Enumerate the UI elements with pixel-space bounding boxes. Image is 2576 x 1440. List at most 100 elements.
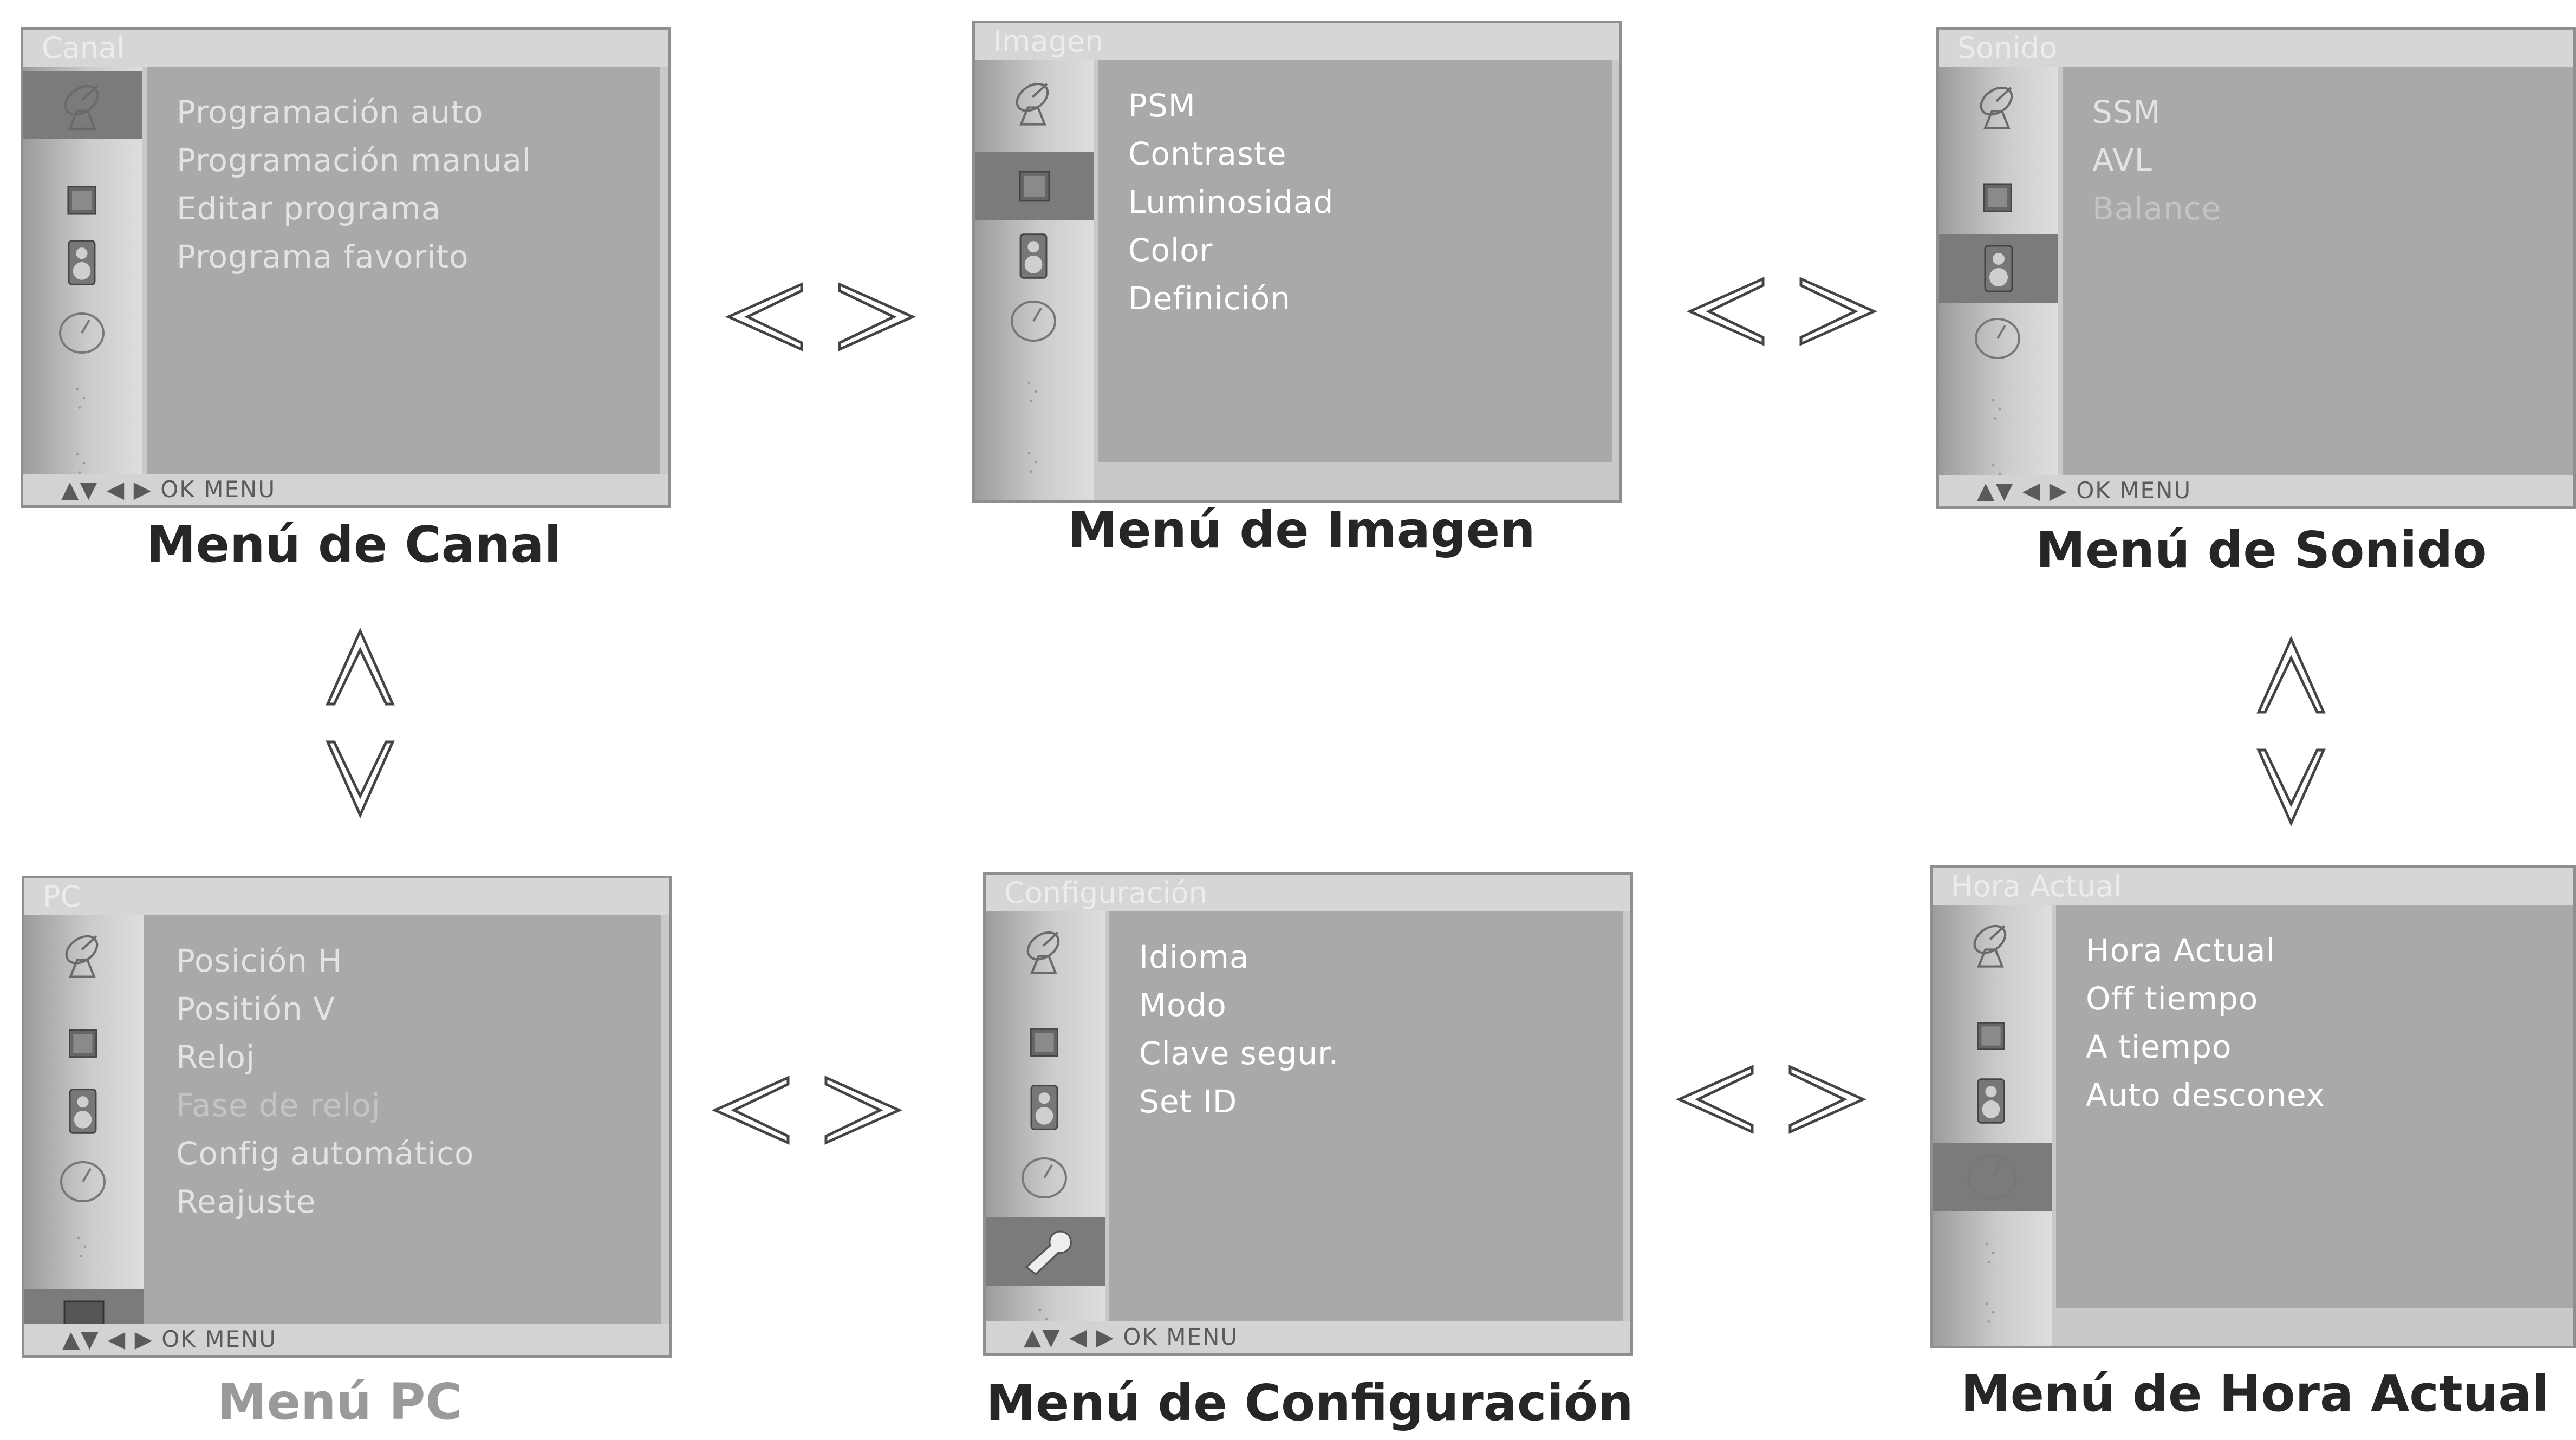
caption-sonido: Menú de Sonido [2035,521,2487,579]
menu-item[interactable]: Modo [1139,987,1227,1024]
satellite-dish-icon[interactable] [23,71,142,139]
pc-menu-panel: PC Posición H Positión V Reloj Fase de r… [22,876,672,1358]
menu-items: SSM AVL Balance [2092,88,2221,233]
clock-icon[interactable] [1016,1150,1072,1206]
panel-title: Sonido [1939,30,2573,67]
speaker-icon[interactable] [1939,234,2058,303]
menu-item[interactable]: Reajuste [176,1183,316,1220]
icon-sidebar [986,911,1105,1353]
picture-square-icon[interactable] [54,172,110,229]
icon-sidebar [1933,905,2052,1346]
wrench-icon[interactable] [55,1219,111,1275]
menu-item[interactable]: Auto desconex [2086,1077,2325,1113]
menu-item[interactable]: Hora Actual [2086,932,2275,969]
icon-sidebar [23,67,142,505]
menu-item[interactable]: Color [1128,232,1213,269]
caption-hora-actual: Menú de Hora Actual [1961,1365,2549,1423]
menu-content: Idioma Modo Clave segur. Set ID [1109,911,1623,1321]
imagen-menu-panel: Imagen PSM Contraste Luminosidad Color D… [972,21,1622,503]
left-right-arrows-icon [1675,1065,1867,1134]
menu-item[interactable]: Fase de reloj [176,1087,381,1124]
satellite-dish-icon[interactable] [1005,74,1062,130]
speaker-icon[interactable] [55,1083,111,1139]
satellite-dish-icon[interactable] [1969,77,2026,134]
menu-items: Programación auto Programación manual Ed… [177,88,531,281]
panel-title: Canal [23,30,668,67]
caption-pc: Menú PC [217,1373,462,1431]
menu-item[interactable]: Idioma [1139,939,1250,975]
wrench-icon[interactable] [1969,381,2026,437]
menu-item[interactable]: Programación auto [177,94,484,131]
menu-item[interactable]: Off tiempo [2086,980,2259,1017]
menu-item[interactable]: Clave segur. [1139,1035,1339,1072]
menu-items: PSM Contraste Luminosidad Color Definici… [1128,82,1333,323]
clock-icon[interactable] [54,305,110,361]
picture-square-icon[interactable] [1963,1008,2019,1064]
wrench-icon[interactable] [986,1217,1105,1286]
menu-item[interactable]: Set ID [1139,1083,1238,1120]
icon-sidebar [1939,67,2058,506]
menu-item[interactable]: Positión V [176,991,335,1027]
left-right-arrows-icon [711,1076,903,1145]
clock-icon[interactable] [1969,310,2026,367]
menu-footer: ▲▼ ◀ ▶ OK MENU [986,1321,1630,1353]
picture-square-icon[interactable] [55,1015,111,1072]
menu-item[interactable]: PSM [1128,87,1196,124]
sonido-menu-panel: Sonido SSM AVL Balance ▲▼ ◀ ▶ OK MENU [1936,27,2576,509]
menu-item[interactable]: Luminosidad [1128,184,1334,220]
up-down-arrows-icon [326,627,395,819]
menu-content: Hora Actual Off tiempo A tiempo Auto des… [2056,905,2573,1308]
menu-item[interactable]: Contraste [1128,135,1287,172]
clock-icon[interactable] [1005,293,1062,349]
pc-monitor-icon[interactable] [1963,1284,2019,1340]
menu-items: Hora Actual Off tiempo A tiempo Auto des… [2086,927,2325,1119]
satellite-dish-icon[interactable] [1963,916,2019,972]
menu-item[interactable]: AVL [2092,142,2152,179]
speaker-icon[interactable] [1016,1079,1072,1136]
picture-square-icon[interactable] [1969,170,2026,226]
menu-items: Idioma Modo Clave segur. Set ID [1139,933,1339,1126]
icon-sidebar [24,915,144,1355]
menu-item[interactable]: Programación manual [177,142,532,179]
speaker-icon[interactable] [1005,228,1062,284]
speaker-icon[interactable] [1963,1073,2019,1129]
clock-icon[interactable] [55,1154,111,1210]
panel-title: Configuración [986,875,1630,911]
wrench-icon[interactable] [1963,1224,2019,1281]
menu-item[interactable]: SSM [2092,94,2161,131]
menu-items: Posición H Positión V Reloj Fase de relo… [176,937,474,1226]
satellite-dish-icon[interactable] [55,926,111,982]
canal-menu-panel: Canal Programación auto Programación man… [21,27,671,508]
caption-imagen: Menú de Imagen [1068,501,1536,559]
menu-item[interactable]: Programa favorito [177,238,469,275]
speaker-icon[interactable] [54,234,110,291]
icon-sidebar [975,60,1094,500]
menu-footer: ▲▼ ◀ ▶ OK MENU [24,1324,669,1355]
menu-item[interactable]: Posición H [176,942,343,979]
menu-content: SSM AVL Balance [2063,67,2573,475]
panel-title: Hora Actual [1933,868,2573,905]
menu-item[interactable]: Config automático [176,1135,474,1172]
panel-title: Imagen [975,23,1619,60]
menu-footer: ▲▼ ◀ ▶ OK MENU [23,474,668,505]
menu-footer: ▲▼ ◀ ▶ OK MENU [1939,475,2573,506]
panel-title: PC [24,878,669,915]
wrench-icon[interactable] [54,370,110,426]
menu-item[interactable]: Reloj [176,1039,256,1076]
menu-item[interactable]: A tiempo [2086,1028,2232,1065]
wrench-icon[interactable] [1005,363,1062,420]
caption-configuracion: Menú de Configuración [986,1374,1634,1432]
picture-square-icon[interactable] [1016,1014,1072,1071]
hora-actual-menu-panel: Hora Actual Hora Actual Off tiempo A tie… [1930,865,2576,1348]
menu-item[interactable]: Definición [1128,280,1291,317]
clock-icon[interactable] [1933,1143,2052,1211]
menu-content: Programación auto Programación manual Ed… [147,67,660,474]
menu-item[interactable]: Balance [2092,190,2222,227]
menu-item[interactable]: Editar programa [177,190,441,227]
menu-content: Posición H Positión V Reloj Fase de relo… [144,915,661,1324]
picture-square-icon[interactable] [975,152,1094,220]
satellite-dish-icon[interactable] [1016,922,1072,979]
left-right-arrows-icon [1686,277,1878,346]
pc-monitor-icon[interactable] [1005,434,1062,490]
configuracion-menu-panel: Configuración Idioma Modo Clave segur. S… [983,872,1633,1356]
